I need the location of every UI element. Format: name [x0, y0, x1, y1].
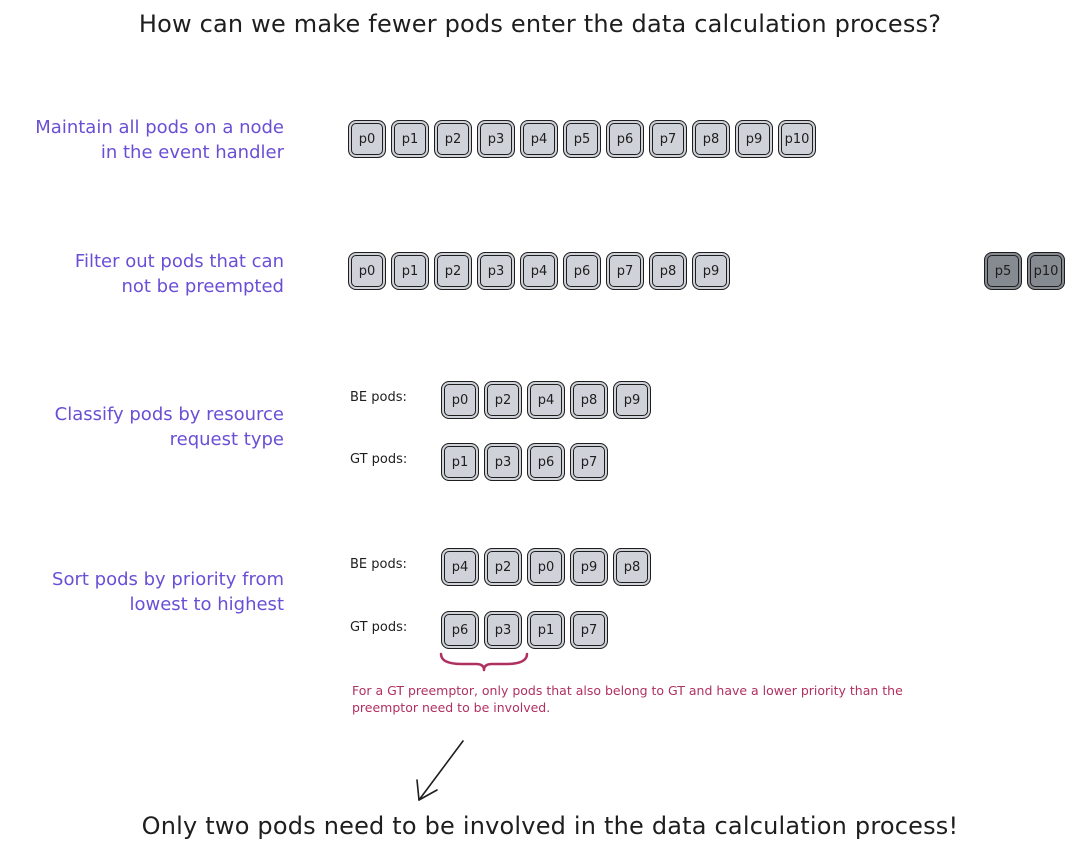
gt-pods-label: GT pods: — [350, 452, 408, 467]
pod-box: p3 — [477, 120, 515, 158]
pod-box-excluded: p5 — [984, 252, 1022, 290]
pod-box: p4 — [527, 381, 565, 419]
arrow-shaft — [418, 740, 464, 801]
step-label-line: Maintain all pods on a node — [35, 117, 284, 138]
pod-box: p7 — [649, 120, 687, 158]
pod-box: p7 — [606, 252, 644, 290]
pod-box: p8 — [570, 381, 608, 419]
pod-box: p0 — [527, 548, 565, 586]
pod-box: p2 — [434, 120, 472, 158]
pod-box: p8 — [613, 548, 651, 586]
pod-box: p3 — [477, 252, 515, 290]
pod-box: p4 — [520, 252, 558, 290]
be-pods-label: BE pods: — [350, 390, 407, 405]
be-pods-label: BE pods: — [350, 557, 407, 572]
step-label-sort: Sort pods by priority from lowest to hig… — [52, 567, 284, 617]
curly-brace — [439, 652, 529, 672]
pod-box: p10 — [778, 120, 816, 158]
step-label-line: not be preempted — [121, 276, 284, 297]
gt-preemptor-annotation: For a GT preemptor, only pods that also … — [352, 683, 903, 715]
pod-box: p6 — [527, 443, 565, 481]
pod-box: p6 — [563, 252, 601, 290]
pod-box: p6 — [606, 120, 644, 158]
pod-box: p7 — [570, 611, 608, 649]
pod-box: p9 — [570, 548, 608, 586]
pod-box: p0 — [348, 252, 386, 290]
pod-box: p5 — [563, 120, 601, 158]
pod-box: p0 — [441, 381, 479, 419]
pod-box: p2 — [434, 252, 472, 290]
step-label-line: lowest to highest — [129, 594, 284, 615]
diagram-conclusion: Only two pods need to be involved in the… — [141, 812, 959, 840]
pod-box: p2 — [484, 381, 522, 419]
step-label-line: Classify pods by resource — [54, 404, 284, 425]
pod-box: p4 — [441, 548, 479, 586]
diagram-title: How can we make fewer pods enter the dat… — [138, 10, 942, 38]
pod-box: p9 — [692, 252, 730, 290]
pod-box-excluded: p10 — [1027, 252, 1065, 290]
pod-box: p3 — [484, 443, 522, 481]
pod-box: p1 — [391, 120, 429, 158]
pod-box: p6 — [441, 611, 479, 649]
pod-box: p2 — [484, 548, 522, 586]
pod-box: p9 — [735, 120, 773, 158]
pod-box: p1 — [527, 611, 565, 649]
pod-box: p7 — [570, 443, 608, 481]
gt-pods-label: GT pods: — [350, 620, 408, 635]
pod-box: p8 — [649, 252, 687, 290]
step-label-line: Filter out pods that can — [74, 251, 284, 272]
step-label-filter: Filter out pods that can not be preempte… — [75, 249, 284, 299]
arrow-head — [416, 779, 438, 801]
pod-box: p0 — [348, 120, 386, 158]
step-label-maintain: Maintain all pods on a node in the event… — [35, 115, 284, 165]
step-label-line: request type — [169, 429, 284, 450]
pod-box: p9 — [613, 381, 651, 419]
pod-box: p4 — [520, 120, 558, 158]
step-label-line: Sort pods by priority from — [52, 569, 284, 590]
step-label-line: in the event handler — [100, 142, 284, 163]
pod-box: p1 — [391, 252, 429, 290]
pod-box: p1 — [441, 443, 479, 481]
step-label-classify: Classify pods by resource request type — [55, 402, 284, 452]
pod-box: p8 — [692, 120, 730, 158]
pod-box: p3 — [484, 611, 522, 649]
